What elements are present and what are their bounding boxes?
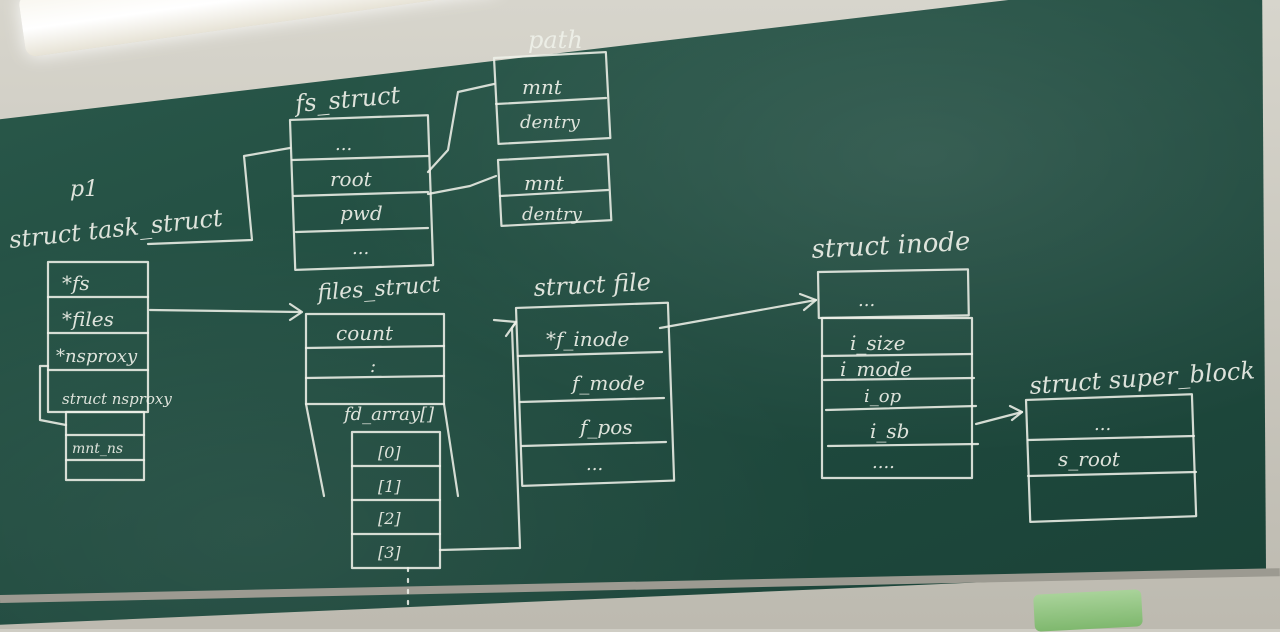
file-struct-title: struct file (533, 268, 652, 302)
inode-field-i-mode: i_mode (840, 357, 912, 381)
nsproxy-field-mnt-ns: mnt_ns (72, 441, 123, 457)
inode-field-dots-top: ... (858, 290, 875, 311)
fs-struct-title: fs_struct (292, 81, 402, 118)
path-box-2 (496, 153, 613, 228)
file-field-f-inode: *f_inode (546, 327, 629, 351)
super-block-title: struct super_block (1028, 356, 1255, 400)
nsproxy-title: struct nsproxy (62, 390, 172, 408)
files-struct-box (304, 312, 446, 406)
nsproxy-box (64, 410, 146, 482)
inode-box-top (816, 268, 970, 320)
inode-field-i-size: i_size (850, 331, 905, 355)
inode-field-i-sb: i_sb (870, 419, 909, 443)
path1-field-dentry: dentry (520, 112, 581, 133)
file-field-dots: ... (586, 454, 603, 475)
inode-struct-title: struct inode (811, 227, 971, 265)
files-field-ellipsis: : (370, 356, 376, 377)
path-title: path (528, 26, 583, 54)
file-struct-box (514, 301, 676, 487)
path-box-1 (492, 51, 612, 145)
path1-field-mnt: mnt (522, 75, 563, 99)
fd-array-0: [0] (378, 443, 401, 462)
inode-field-dots-bottom: .... (872, 452, 895, 473)
super-block-box (1024, 393, 1198, 524)
task-field-fs: *fs (62, 271, 90, 295)
fs-field-dots-bottom: ... (352, 238, 369, 259)
fd-array-3: [3] (378, 543, 401, 562)
files-struct-title: files_struct (315, 272, 442, 306)
inode-struct-box (820, 316, 974, 480)
path2-field-dentry: dentry (522, 204, 583, 225)
fs-field-pwd: pwd (340, 201, 383, 225)
fd-array-2: [2] (378, 509, 401, 528)
task-field-nsproxy: *nsproxy (56, 346, 138, 367)
task-struct-title: struct task_struct (8, 204, 225, 254)
task-field-files: *files (62, 307, 114, 331)
fs-field-root: root (330, 167, 373, 191)
super-field-s-root: s_root (1058, 447, 1121, 471)
inode-field-i-op: i_op (864, 386, 902, 407)
fd-array-1: [1] (378, 477, 401, 496)
file-field-f-mode: f_mode (570, 371, 645, 395)
super-field-dots: ... (1094, 414, 1111, 435)
files-field-count: count (336, 321, 394, 345)
fs-field-dots-top: ... (335, 134, 352, 155)
fs-struct-box (288, 114, 435, 272)
path2-field-mnt: mnt (524, 171, 565, 195)
task-name-label: p1 (70, 177, 98, 202)
file-field-f-pos: f_pos (578, 415, 633, 439)
files-field-fd-array: fd_array[] (342, 404, 435, 425)
